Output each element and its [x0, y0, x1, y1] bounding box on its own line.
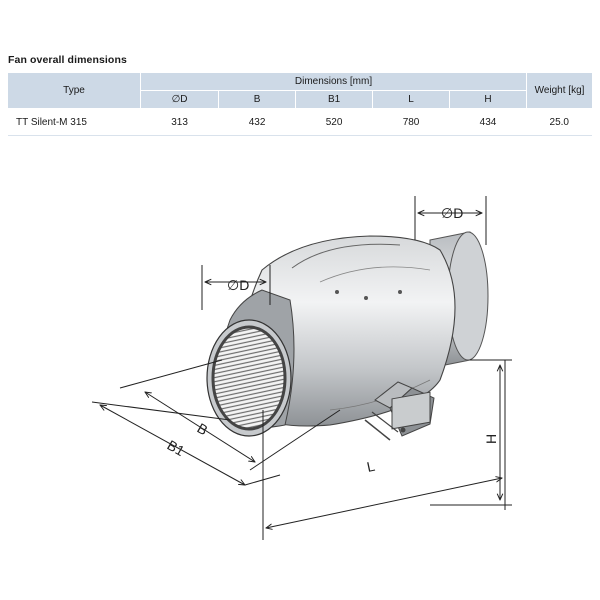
label-b: B — [195, 420, 211, 439]
label-outlet-diameter: ∅D — [441, 205, 463, 221]
table-row: TT Silent-M 315 313 432 520 780 434 25.0 — [8, 108, 592, 136]
value-d: 313 — [140, 108, 219, 136]
value-h: 434 — [449, 108, 527, 136]
value-b1: 520 — [295, 108, 373, 136]
label-h: H — [483, 434, 499, 444]
label-l: L — [365, 458, 376, 475]
dimensions-table: Type Dimensions [mm] Weight [kg] ∅D B B1… — [8, 73, 592, 136]
value-b: 432 — [218, 108, 296, 136]
type-header: Type — [8, 73, 141, 109]
column-header-h: H — [449, 90, 527, 109]
label-inlet-diameter: ∅D — [227, 277, 249, 293]
type-cell: TT Silent-M 315 — [8, 108, 141, 136]
column-header-d: ∅D — [140, 90, 220, 109]
fan-body — [206, 231, 489, 437]
terminal-box — [364, 381, 435, 441]
column-header-b1: B1 — [295, 90, 374, 109]
fan-dimension-drawing: ∅D ∅D B B1 L H — [91, 196, 512, 540]
weight-cell: 25.0 — [526, 108, 592, 136]
dimension-lines — [91, 196, 512, 540]
dimensions-header: Dimensions [mm] — [140, 73, 527, 91]
value-l: 780 — [372, 108, 450, 136]
label-b1: B1 — [165, 437, 188, 460]
section-title: Fan overall dimensions — [8, 54, 127, 66]
column-header-b: B — [218, 90, 297, 109]
weight-header: Weight [kg] — [526, 73, 592, 109]
column-header-l: L — [372, 90, 451, 109]
